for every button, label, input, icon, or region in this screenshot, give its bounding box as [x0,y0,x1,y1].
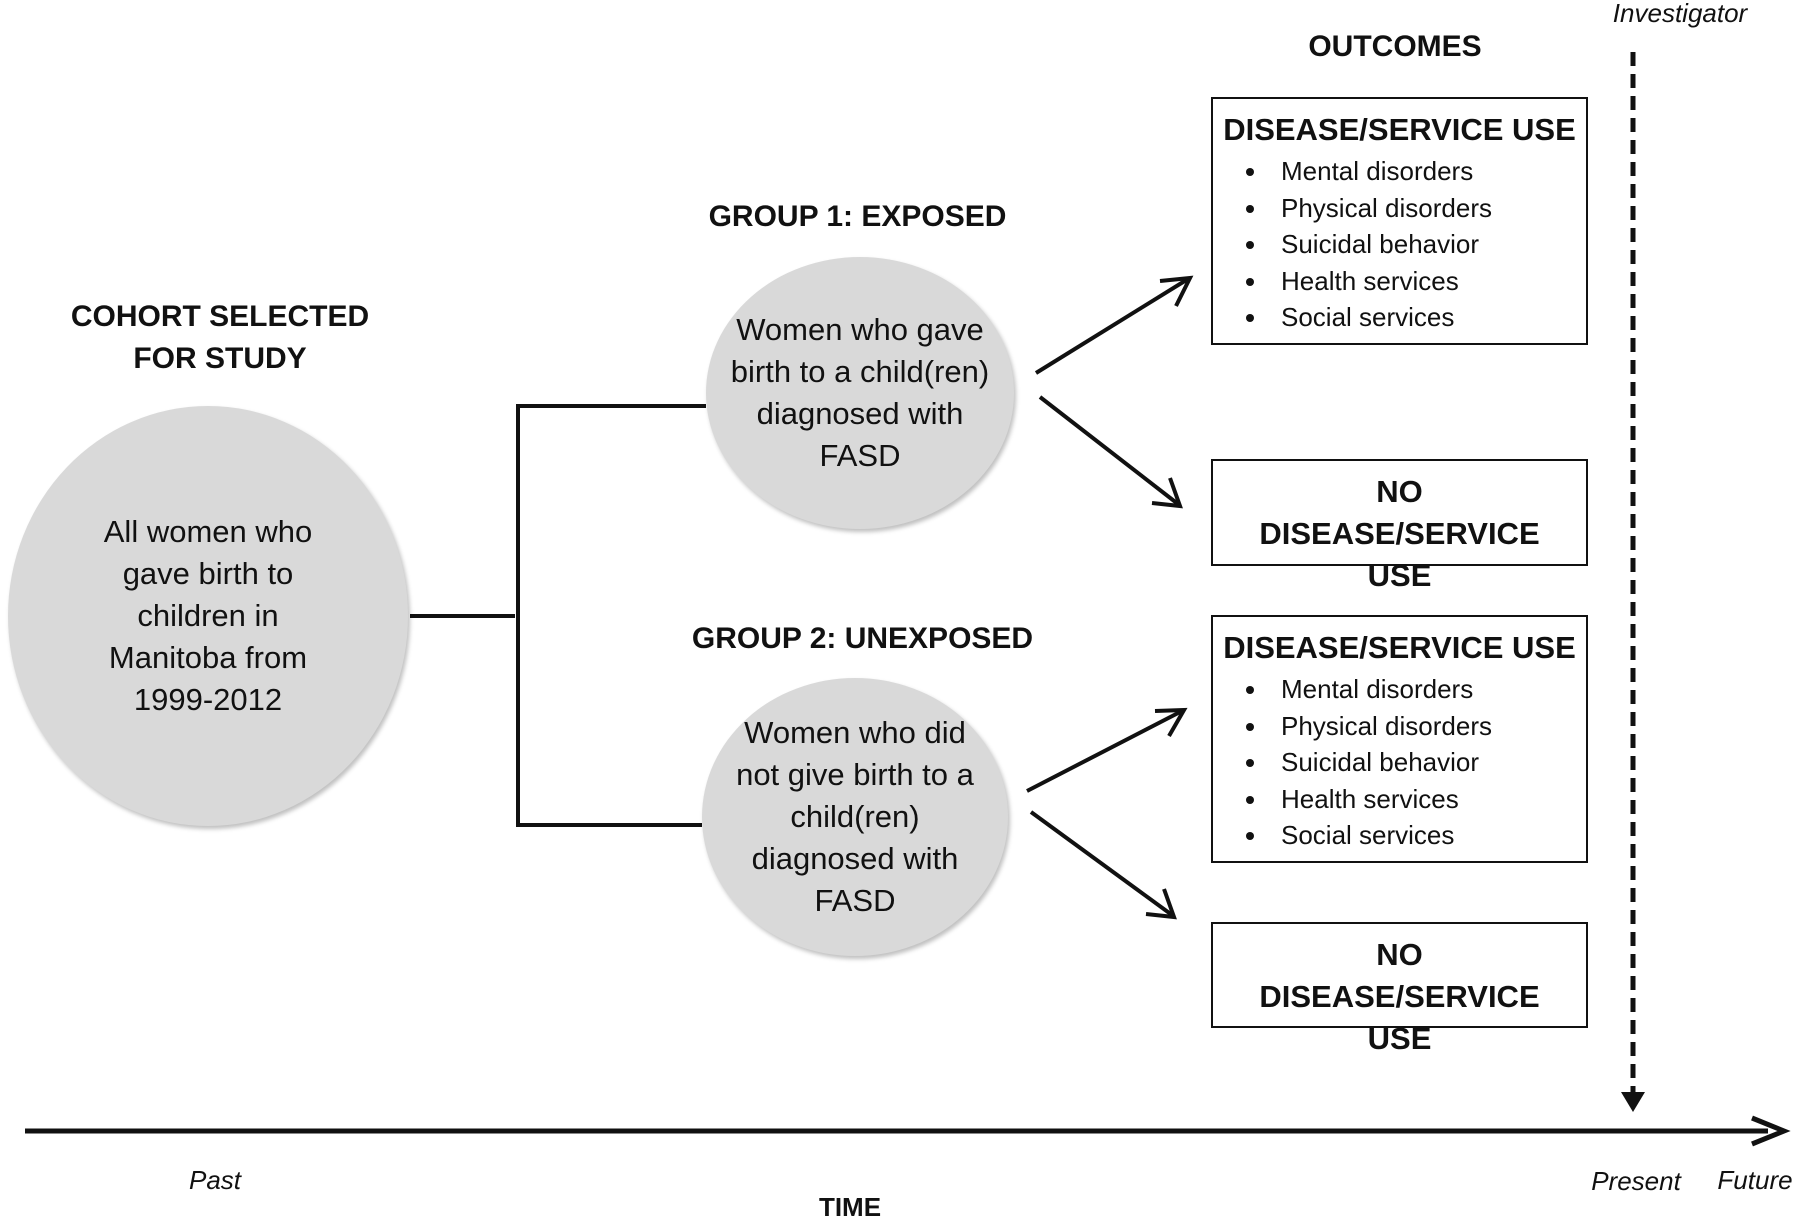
outcome-box-title: NO DISEASE/SERVICE USE [1259,474,1540,593]
timeline-future-label: Future [1717,1165,1793,1195]
outcome-box-title: NO DISEASE/SERVICE USE [1259,937,1540,1056]
investigator-label: Investigator [1612,0,1748,28]
list-item: Suicidal behavior [1269,744,1586,781]
list-item: Mental disorders [1269,671,1586,708]
list-item: Suicidal behavior [1269,226,1586,263]
arrow-group2-disease [1026,707,1188,793]
list-item: Health services [1269,781,1586,818]
outcome-list: Mental disorders Physical disorders Suic… [1213,671,1586,854]
arrow-group2-no-disease [1029,810,1177,920]
list-item: Social services [1269,817,1586,854]
outcome-box-title: DISEASE/SERVICE USE [1223,630,1576,665]
investigator-arrow [1621,52,1645,1112]
outcome-list: Mental disorders Physical disorders Suic… [1213,153,1586,336]
group2-heading: GROUP 2: UNEXPOSED [691,622,1034,655]
list-item: Health services [1269,263,1586,300]
cohort-heading: COHORT SELECTED FOR STUDY [70,300,370,375]
time-axis [25,1115,1791,1147]
timeline-past-label: Past [188,1165,242,1195]
arrow-group1-disease [1034,275,1194,375]
list-item: Social services [1269,299,1586,336]
group1-circle: Women who gave birth to a child(ren) dia… [706,257,1014,529]
outcome-box-disease-group1: DISEASE/SERVICE USE Mental disorders Phy… [1211,97,1588,345]
group2-text: Women who did not give birth to a child(… [736,715,974,918]
group1-text: Women who gave birth to a child(ren) dia… [730,312,990,473]
timeline-title: TIME [818,1192,882,1222]
list-item: Physical disorders [1269,708,1586,745]
outcome-box-no-disease-group2: NO DISEASE/SERVICE USE [1211,922,1588,1056]
outcomes-heading: OUTCOMES [1308,30,1482,63]
arrow-group1-no-disease [1038,395,1183,509]
list-item: Physical disorders [1269,190,1586,227]
group1-heading: GROUP 1: EXPOSED [708,200,1007,233]
list-item: Mental disorders [1269,153,1586,190]
cohort-circle: All women who gave birth to children in … [8,406,408,826]
group2-circle: Women who did not give birth to a child(… [702,678,1008,956]
outcome-box-no-disease-group1: NO DISEASE/SERVICE USE [1211,459,1588,593]
outcome-box-disease-group2: DISEASE/SERVICE USE Mental disorders Phy… [1211,615,1588,863]
outcome-box-title: DISEASE/SERVICE USE [1223,112,1576,147]
cohort-text: All women who gave birth to children in … [103,514,313,717]
timeline-present-label: Present [1591,1166,1681,1196]
